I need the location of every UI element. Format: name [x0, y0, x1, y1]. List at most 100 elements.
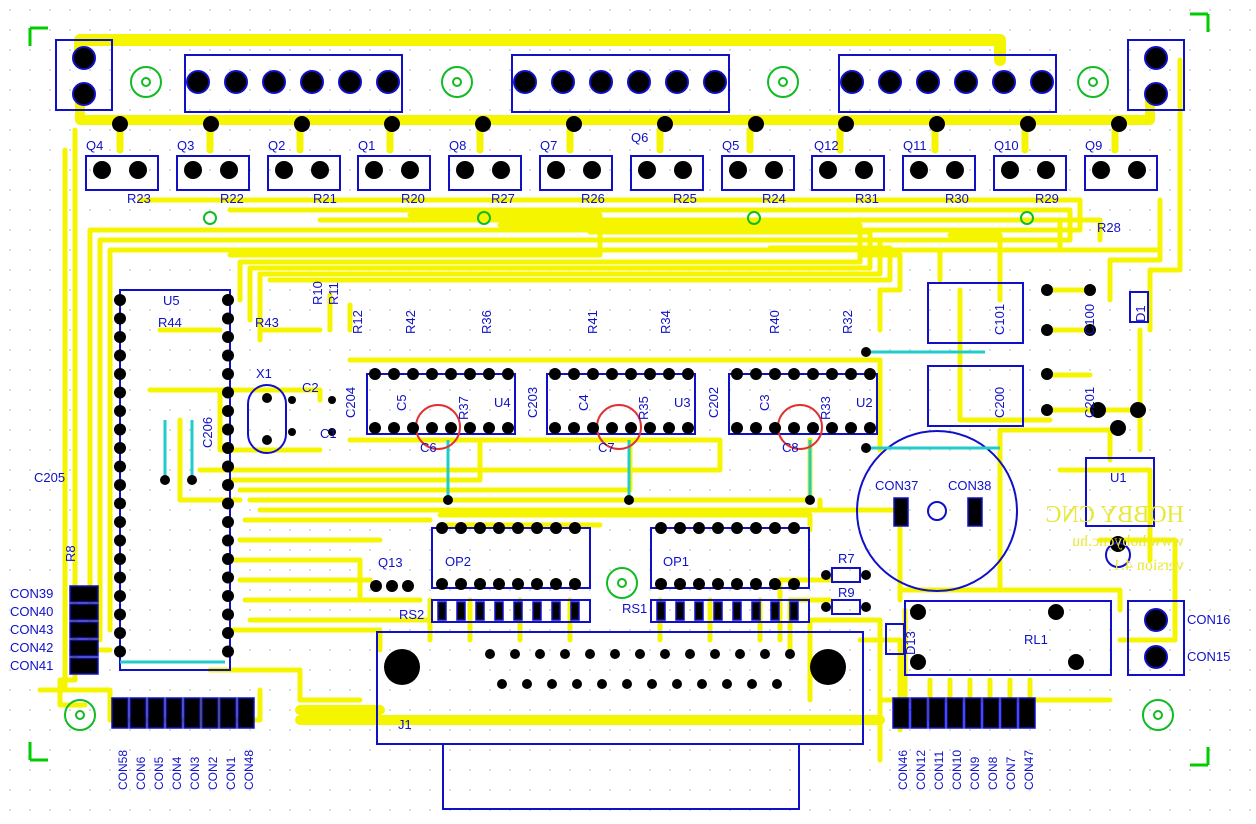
pad — [475, 116, 491, 132]
label-con40: CON40 — [10, 604, 53, 619]
pad — [129, 697, 147, 729]
label-q2: Q2 — [268, 138, 285, 153]
pad — [114, 386, 126, 399]
pad — [1020, 116, 1036, 132]
label-c5: C5 — [394, 394, 409, 411]
label-con5: CON5 — [152, 756, 166, 790]
pad — [675, 601, 685, 621]
label-u3: U3 — [674, 395, 691, 410]
pad — [513, 601, 523, 621]
label-con38: CON38 — [948, 478, 991, 493]
label-con12: CON12 — [914, 750, 928, 790]
pad — [338, 70, 362, 94]
pad — [93, 161, 111, 179]
pad — [426, 368, 438, 380]
pad — [1048, 604, 1064, 620]
pad — [587, 368, 599, 380]
pad — [531, 578, 543, 590]
pad — [788, 368, 800, 380]
label-con16: CON16 — [1187, 612, 1230, 627]
pad — [455, 578, 467, 590]
pad — [69, 603, 99, 621]
pad — [222, 534, 234, 547]
label-con9: CON9 — [968, 756, 982, 790]
pad — [222, 294, 234, 306]
pad — [112, 116, 128, 132]
label-con58: CON58 — [116, 750, 130, 790]
pad — [731, 578, 743, 590]
pad — [222, 571, 234, 584]
label-con7: CON7 — [1004, 756, 1018, 790]
component-outlines — [55, 39, 1185, 810]
pad — [203, 116, 219, 132]
pad — [114, 608, 126, 621]
pad — [365, 161, 383, 179]
pad — [222, 423, 234, 436]
pad — [644, 368, 656, 380]
pad — [1041, 324, 1053, 336]
label-con11: CON11 — [932, 751, 946, 790]
jumper-wires — [120, 350, 1000, 664]
label-u5: U5 — [163, 293, 180, 308]
svg-text:version 4.1: version 4.1 — [1113, 557, 1184, 574]
pad — [69, 639, 99, 657]
label-c202: C202 — [706, 387, 721, 418]
label-c8: C8 — [782, 440, 799, 455]
pad — [186, 70, 210, 94]
label-con47: CON47 — [1022, 750, 1036, 790]
label-con43: CON43 — [10, 622, 53, 637]
pad — [805, 495, 815, 505]
pad — [982, 697, 1000, 729]
pad — [760, 649, 770, 659]
pad — [114, 571, 126, 584]
pad — [732, 601, 742, 621]
pad — [697, 679, 707, 689]
label-r35: R35 — [636, 396, 651, 420]
pad — [222, 331, 234, 343]
pad — [69, 585, 99, 603]
pad — [445, 368, 457, 380]
pad — [712, 522, 724, 534]
pad — [685, 649, 695, 659]
pad — [547, 161, 565, 179]
label-u4: U4 — [494, 395, 511, 410]
pad — [1018, 697, 1036, 729]
label-con42: CON42 — [10, 640, 53, 655]
label-con10: CON10 — [950, 750, 964, 790]
label-r29: R29 — [1035, 191, 1059, 206]
pad — [703, 70, 727, 94]
pad — [407, 368, 419, 380]
pad — [1041, 284, 1053, 296]
pad — [589, 70, 613, 94]
pad — [1092, 161, 1110, 179]
pad — [627, 70, 651, 94]
pad — [729, 161, 747, 179]
label-c205: C205 — [34, 470, 65, 485]
pad — [532, 601, 542, 621]
designator-labels: Q4 Q3 Q2 Q1 Q8 Q7 Q6 Q5 Q12 Q11 Q10 Q9 R… — [10, 130, 1230, 790]
pad — [220, 161, 238, 179]
pad — [674, 161, 692, 179]
pad — [660, 649, 670, 659]
pad — [682, 422, 694, 434]
pad — [550, 578, 562, 590]
corner-marks — [28, 12, 1210, 767]
pad — [111, 697, 129, 729]
pad — [114, 553, 126, 565]
pad — [1090, 402, 1106, 418]
pad — [748, 116, 764, 132]
pad — [402, 580, 414, 592]
label-j1: J1 — [398, 717, 412, 732]
pad — [407, 422, 419, 434]
pad — [1105, 542, 1131, 568]
pad — [747, 679, 757, 689]
pad — [821, 570, 831, 580]
label-rs2: RS2 — [399, 607, 424, 622]
pad — [638, 161, 656, 179]
pad — [785, 649, 795, 659]
label-q4: Q4 — [86, 138, 103, 153]
pad — [275, 161, 293, 179]
pad — [665, 70, 689, 94]
label-r32: R32 — [840, 310, 855, 334]
pad — [474, 578, 486, 590]
